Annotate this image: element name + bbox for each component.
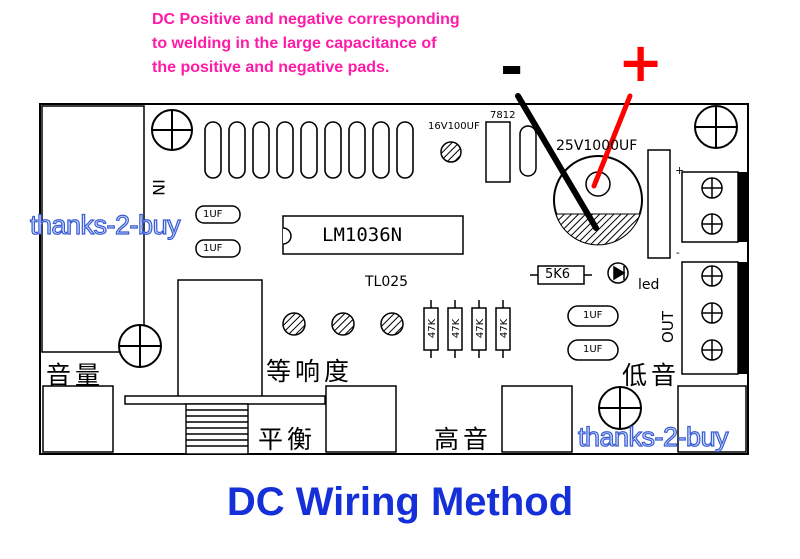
note-line-1: DC Positive and negative corresponding (152, 11, 460, 28)
ic2-label: TL025 (365, 274, 409, 290)
positive-wire (591, 93, 633, 189)
cap-large-label: 25V1000UF (556, 138, 638, 154)
negative-sign: - (500, 35, 524, 100)
treble-label: 高音 (434, 425, 493, 454)
led-label: led (638, 277, 660, 293)
diagram-title: DC Wiring Method (226, 480, 574, 524)
power-header (647, 149, 671, 259)
mounting-hole-icon (151, 109, 193, 151)
knob-balance (325, 385, 397, 453)
note-line-2: to welding in the large capacitance of (152, 35, 437, 52)
regulator-pad (519, 125, 537, 177)
cap-1uf-a (195, 205, 241, 224)
mounting-hole-icon (118, 324, 162, 368)
screw-icon (701, 265, 723, 361)
trimmer (331, 312, 355, 336)
trimmer (282, 312, 306, 336)
note-line-3: the positive and negative pads. (152, 59, 390, 76)
r47k-label-3: 47K (475, 318, 487, 339)
cap-1uf-c-label: 1UF (583, 310, 603, 321)
ic-label: LM1036N (322, 224, 403, 246)
cap-1uf-c (567, 305, 619, 327)
cap-1uf-a-label: 1UF (203, 209, 223, 220)
regulator-7812 (485, 121, 511, 183)
positive-sign: + (618, 31, 664, 94)
mounting-hole-icon (598, 386, 642, 430)
cap-1uf-b (195, 239, 241, 258)
r47k-label-4: 47K (499, 318, 511, 339)
cap-1uf-d-label: 1UF (583, 344, 603, 355)
output-terminal-bar (738, 262, 748, 374)
slider-track (124, 395, 326, 405)
pin-header (204, 121, 414, 179)
screw-icon (701, 177, 723, 235)
terminal-plus-label: + (675, 164, 685, 177)
knob-bass (677, 385, 747, 453)
resistor-47k (423, 300, 511, 358)
cap-1uf-b-label: 1UF (203, 243, 223, 254)
negative-wire (515, 93, 599, 231)
resistor-label: 5K6 (545, 267, 571, 282)
small-capacitor (440, 141, 462, 163)
led-icon (607, 262, 629, 284)
watermark-right: thanks-2-buy (577, 421, 729, 452)
wiring-note: DC Positive and negative corresponding t… (152, 8, 460, 80)
knob-volume (42, 385, 114, 453)
bass-label: 低音 (622, 361, 681, 390)
watermark-left: thanks-2-buy (29, 209, 181, 240)
volume-label: 音量 (46, 361, 105, 390)
cap-small-label: 16V100UF (428, 121, 480, 132)
slider-knob (185, 403, 249, 455)
regulator-label: 7812 (490, 110, 516, 121)
cap-1uf-d (567, 339, 619, 361)
trimmer (380, 312, 404, 336)
balance-label: 平衡 (258, 425, 317, 454)
terminal-minus-label: - (676, 246, 680, 259)
r47k-label-2: 47K (451, 318, 463, 339)
out-label: OUT (658, 311, 677, 343)
knob-treble (501, 385, 573, 453)
volume-slider-body (177, 279, 263, 399)
r47k-label-1: 47K (427, 318, 439, 339)
power-terminal-bar (738, 172, 748, 242)
input-connector (41, 105, 145, 353)
mounting-hole-icon (694, 105, 738, 149)
loudness-label: 等响度 (266, 357, 354, 386)
in-label: IN (148, 179, 168, 196)
